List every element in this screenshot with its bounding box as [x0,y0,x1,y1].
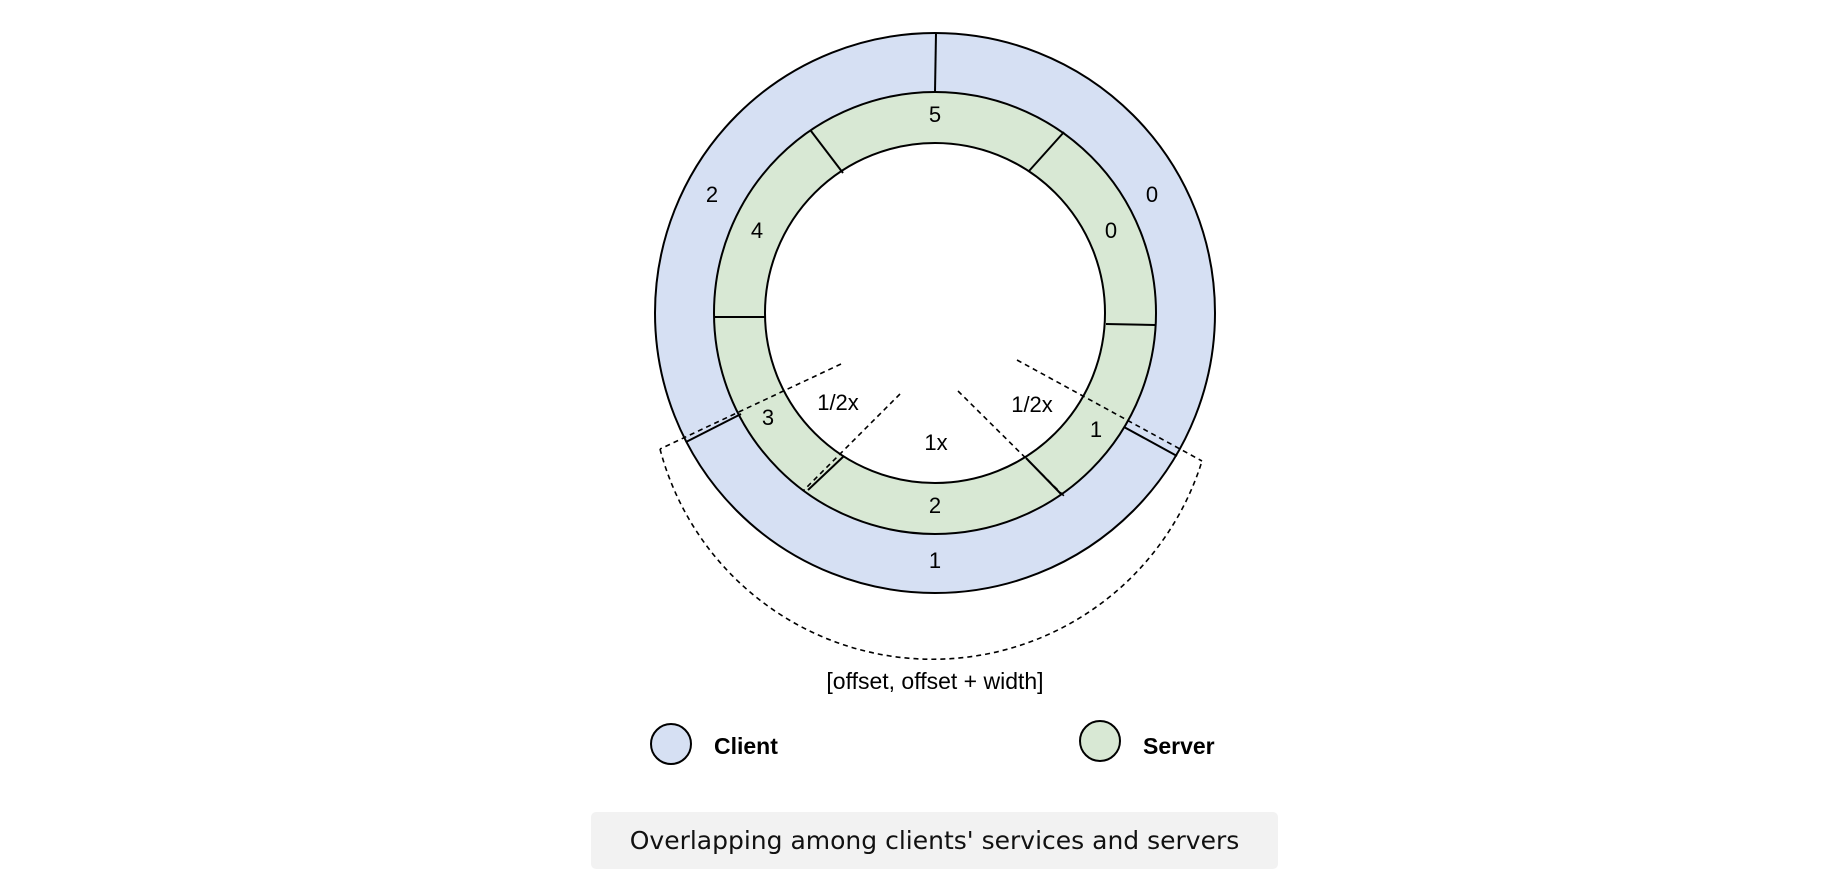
server-legend-label: Server [1143,733,1215,759]
range-label-right-half: 1/2x [1011,392,1053,417]
server-segment-0-label: 0 [1105,218,1117,243]
server-segment-3-label: 3 [762,405,774,430]
server-segment-4-label: 4 [751,218,763,243]
client-segment-2-label: 2 [706,182,718,207]
client-segment-1-label: 1 [929,548,941,573]
client-divider-right [1123,426,1178,457]
range-line-right-inner [957,390,1066,498]
range-label-left-half: 1/2x [817,390,859,415]
server-segment-5-label: 5 [929,102,941,127]
range-line-left-outer [659,363,842,450]
server-segment-1-label: 1 [1090,417,1102,442]
range-line-right-outer [1016,359,1203,462]
server-divider-5-0 [1028,131,1065,172]
range-interval-label: [offset, offset + width] [826,668,1043,694]
client-legend-swatch [650,723,692,765]
caption-box: Overlapping among clients' services and … [591,812,1278,869]
client-divider-left [685,413,742,443]
server-segment-2-label: 2 [929,493,941,518]
range-line-left-inner [802,393,901,492]
range-label-center: 1x [924,430,947,455]
ring-inner-hole [764,142,1106,484]
range-guides [659,359,1203,661]
server-legend-swatch [1079,720,1121,762]
client-divider-top [934,32,937,93]
server-divider-3-2 [807,455,845,491]
caption-text: Overlapping among clients' services and … [629,826,1240,855]
range-arc [659,448,1203,661]
client-legend-label: Client [714,733,778,759]
server-divider-0-1 [1105,323,1156,326]
server-divider-4-5 [810,130,844,174]
client-segment-0-label: 0 [1146,182,1158,207]
